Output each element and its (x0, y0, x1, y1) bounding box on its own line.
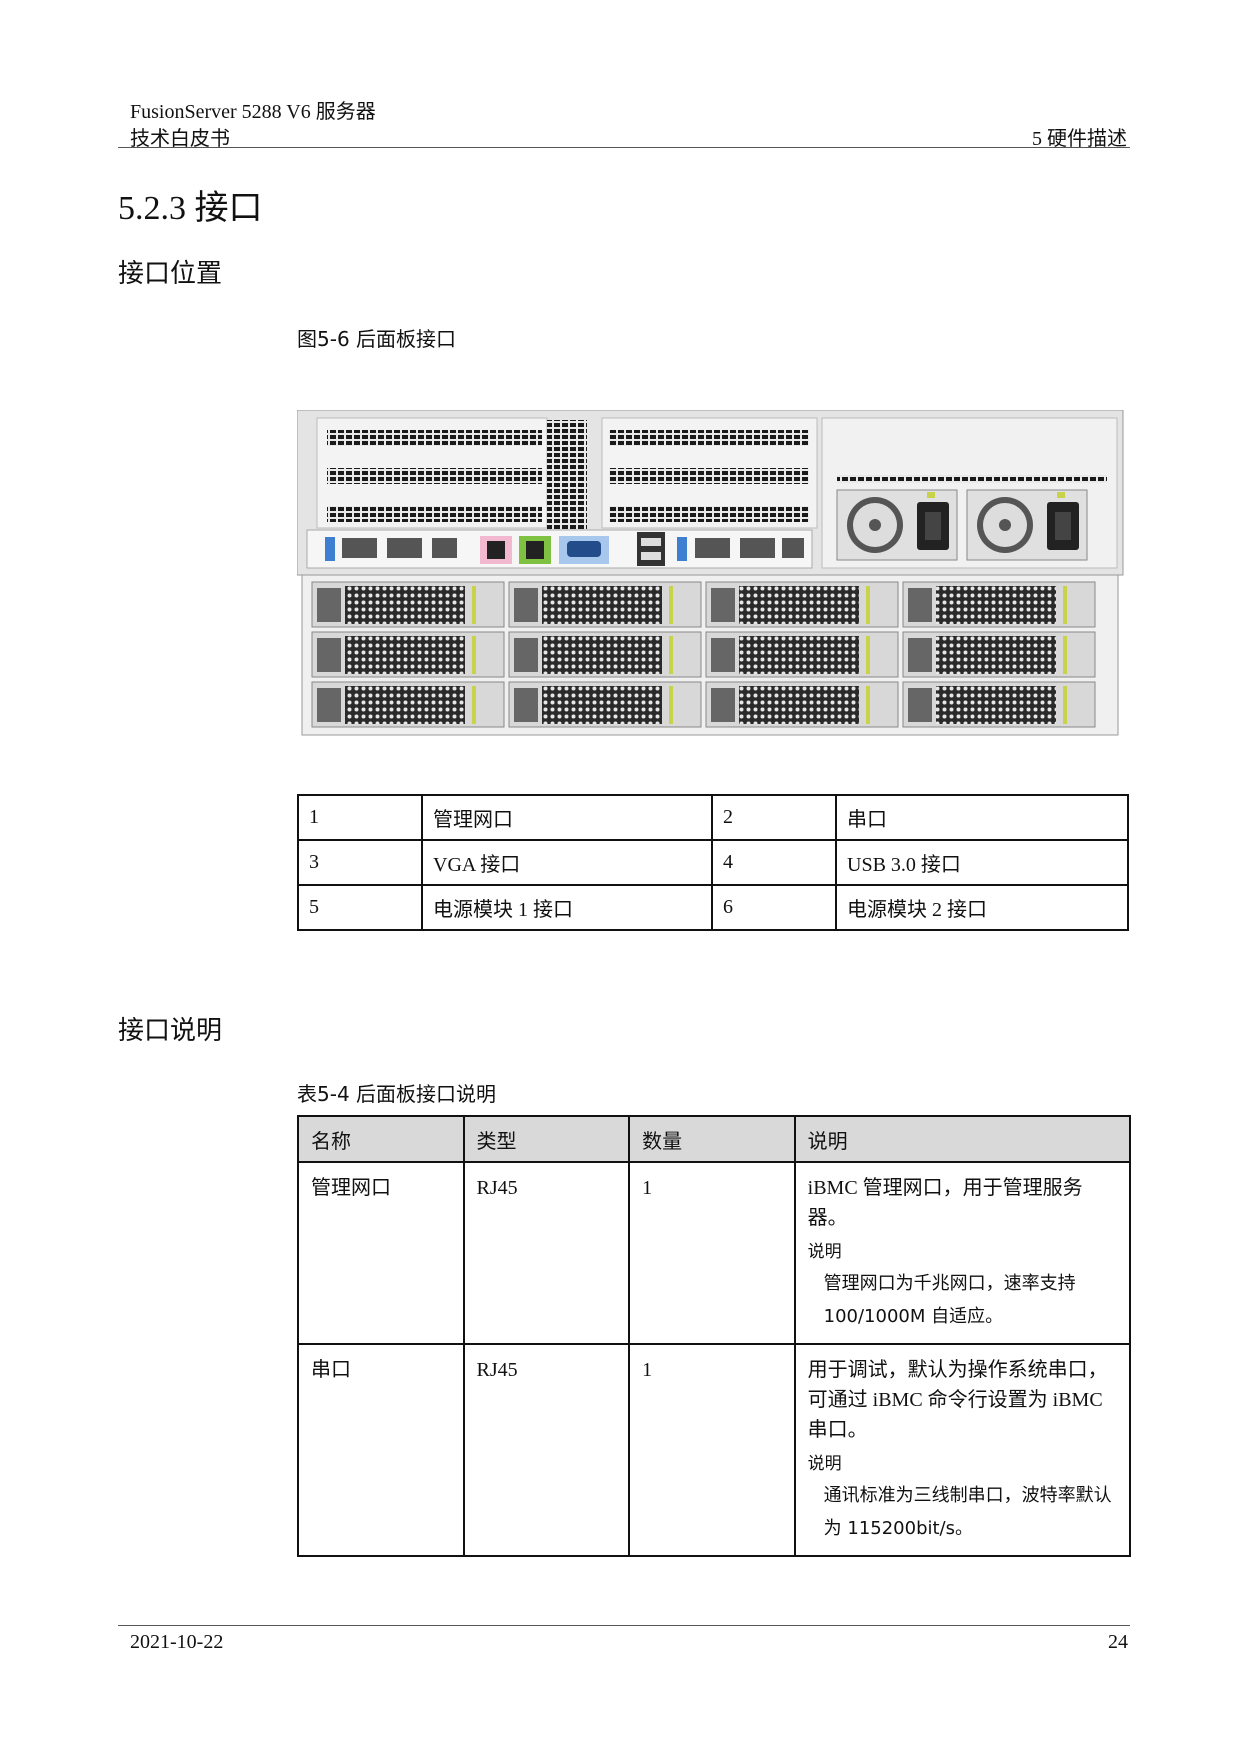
legend-label: 管理网口 (421, 794, 713, 841)
note-body: 通讯标准为三线制串口，波特率默认为 115200bit/s。 (823, 1485, 1112, 1539)
legend-label: 电源模块 2 接口 (835, 884, 1129, 931)
column-header-name: 名称 (297, 1115, 465, 1163)
header-doc-type: 技术白皮书 (130, 128, 230, 150)
column-header-description: 说明 (793, 1115, 1132, 1163)
legend-number: 3 (297, 839, 423, 886)
server-rear-panel-illustration (297, 410, 1124, 736)
psu-2 (966, 489, 1088, 561)
description-text: iBMC 管理网口，用于管理服务器。 (807, 1177, 1083, 1229)
cell-type: RJ45 (462, 1161, 631, 1345)
legend-number: 4 (711, 839, 837, 886)
legend-label: 串口 (835, 794, 1129, 841)
footer-rule (118, 1625, 1130, 1626)
section-title: 5.2.3 接口 (118, 190, 263, 227)
legend-row: 3 VGA 接口 4 USB 3.0 接口 (297, 839, 1129, 886)
cell-name: 串口 (297, 1343, 465, 1557)
table-header-row: 名称 类型 数量 说明 (297, 1115, 1132, 1163)
header-rule (118, 147, 1130, 148)
legend-label: 电源模块 1 接口 (421, 884, 713, 931)
legend-row: 1 管理网口 2 串口 (297, 794, 1129, 841)
figure-legend-table: 1 管理网口 2 串口 3 VGA 接口 4 USB 3.0 接口 5 电源模块… (297, 794, 1129, 931)
footer-date: 2021-10-22 (130, 1631, 224, 1653)
subsection-description-heading: 接口说明 (118, 1016, 223, 1046)
legend-row: 5 电源模块 1 接口 6 电源模块 2 接口 (297, 884, 1129, 931)
figure-caption: 图5-6 后面板接口 (297, 327, 457, 351)
description-text: 用于调试，默认为操作系统串口，可通过 iBMC 命令行设置为 iBMC 串口。 (807, 1359, 1108, 1441)
cell-quantity: 1 (628, 1343, 796, 1557)
cell-description: 用于调试，默认为操作系统串口，可通过 iBMC 命令行设置为 iBMC 串口。 … (793, 1343, 1132, 1557)
note-title: 说明 (807, 1454, 842, 1474)
header-product: FusionServer 5288 V6 服务器 (130, 101, 376, 123)
header-chapter: 5 硬件描述 (1032, 128, 1127, 150)
table-caption: 表5-4 后面板接口说明 (297, 1082, 497, 1106)
legend-label: USB 3.0 接口 (835, 839, 1129, 886)
drive-bays (311, 581, 1096, 728)
interface-description-table: 名称 类型 数量 说明 管理网口 RJ45 1 iBMC 管理网口，用于管理服务… (297, 1115, 1132, 1557)
table-row: 串口 RJ45 1 用于调试，默认为操作系统串口，可通过 iBMC 命令行设置为… (297, 1343, 1132, 1557)
column-header-type: 类型 (462, 1115, 631, 1163)
cell-name: 管理网口 (297, 1161, 465, 1345)
legend-number: 1 (297, 794, 423, 841)
cell-description: iBMC 管理网口，用于管理服务器。 说明 管理网口为千兆网口，速率支持100/… (793, 1161, 1132, 1345)
column-header-quantity: 数量 (628, 1115, 796, 1163)
legend-number: 5 (297, 884, 423, 931)
cell-type: RJ45 (462, 1343, 631, 1557)
legend-label: VGA 接口 (421, 839, 713, 886)
cell-quantity: 1 (628, 1161, 796, 1345)
note-body: 管理网口为千兆网口，速率支持100/1000M 自适应。 (823, 1273, 1076, 1327)
table-row: 管理网口 RJ45 1 iBMC 管理网口，用于管理服务器。 说明 管理网口为千… (297, 1161, 1132, 1345)
subsection-location-heading: 接口位置 (118, 259, 223, 289)
note-title: 说明 (807, 1242, 842, 1262)
psu-1 (836, 489, 958, 561)
page-number: 24 (1108, 1631, 1128, 1653)
legend-number: 2 (711, 794, 837, 841)
legend-number: 6 (711, 884, 837, 931)
